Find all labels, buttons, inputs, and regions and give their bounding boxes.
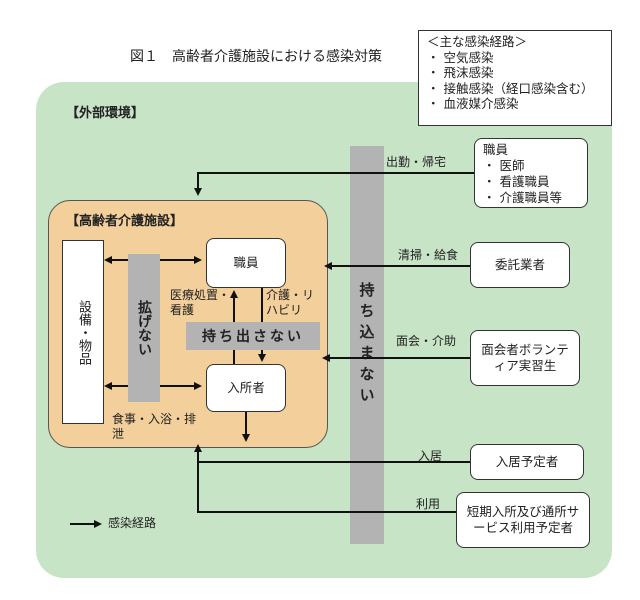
medical-care-label: 医療処置・看護	[170, 288, 231, 317]
visitor-box: 面会者ボランティア実習生	[470, 330, 580, 386]
legend-item: ・ 接触感染（経口感染含む）	[427, 80, 594, 96]
external-environment-label: 【外部環境】	[66, 106, 145, 121]
facility-staff-box: 職員	[206, 238, 286, 288]
infection-route-legend: ＜主な感染経路＞ ・ 空気感染 ・ 飛沫感染 ・ 接触感染（経口感染含む） ・ …	[418, 30, 612, 126]
care-rehab-label: 介護・リハビリ	[266, 288, 315, 317]
resident-box: 入所者	[206, 364, 286, 412]
do-not-bring-in-bar: 持ち込まない	[350, 146, 384, 544]
contractor-box: 委託業者	[470, 242, 570, 288]
arrow-admission	[194, 444, 470, 463]
care-facility-label: 【高齢者介護施設】	[66, 214, 184, 229]
do-not-spread-bar: 拡げない	[128, 254, 160, 402]
do-not-carry-out-bar: 持ち出さない	[186, 322, 320, 350]
route-label-commute: 出勤・帰宅	[386, 155, 447, 169]
route-label-visit: 面会・介助	[396, 334, 457, 348]
staff-type-item: ・ 看護職員	[483, 174, 550, 189]
staff-type-item: ・ 介護職員等	[483, 190, 562, 205]
route-label-cleaning: 清掃・給食	[398, 248, 459, 262]
daily-care-label: 食事・入浴・排泄	[112, 412, 197, 441]
key-label: 感染経路	[108, 516, 157, 530]
legend-item: ・ 飛沫感染	[427, 65, 494, 80]
legend-header: ＜主な感染経路＞	[427, 34, 528, 49]
staff-type-item: ・ 医師	[483, 158, 525, 173]
external-staff-title: 職員	[483, 142, 509, 157]
legend-item: ・ 血液媒介感染	[427, 96, 519, 111]
route-label-admission: 入居	[418, 449, 443, 463]
equipment-box: 設備・物品	[62, 240, 104, 424]
short-stay-user-box: 短期入所及び通所サービス利用予定者	[456, 492, 590, 548]
external-staff-box: 職員 ・ 医師 ・ 看護職員 ・ 介護職員等	[474, 138, 588, 208]
prospective-resident-box: 入居予定者	[470, 444, 584, 480]
legend-item: ・ 空気感染	[427, 49, 494, 65]
equipment-label: 設備・物品	[76, 299, 91, 365]
route-label-use: 利用	[416, 497, 441, 511]
figure-title: 図１ 高齢者介護施設における感染対策	[130, 49, 382, 65]
arrow-use	[197, 462, 456, 513]
arrow-commute	[194, 172, 474, 196]
